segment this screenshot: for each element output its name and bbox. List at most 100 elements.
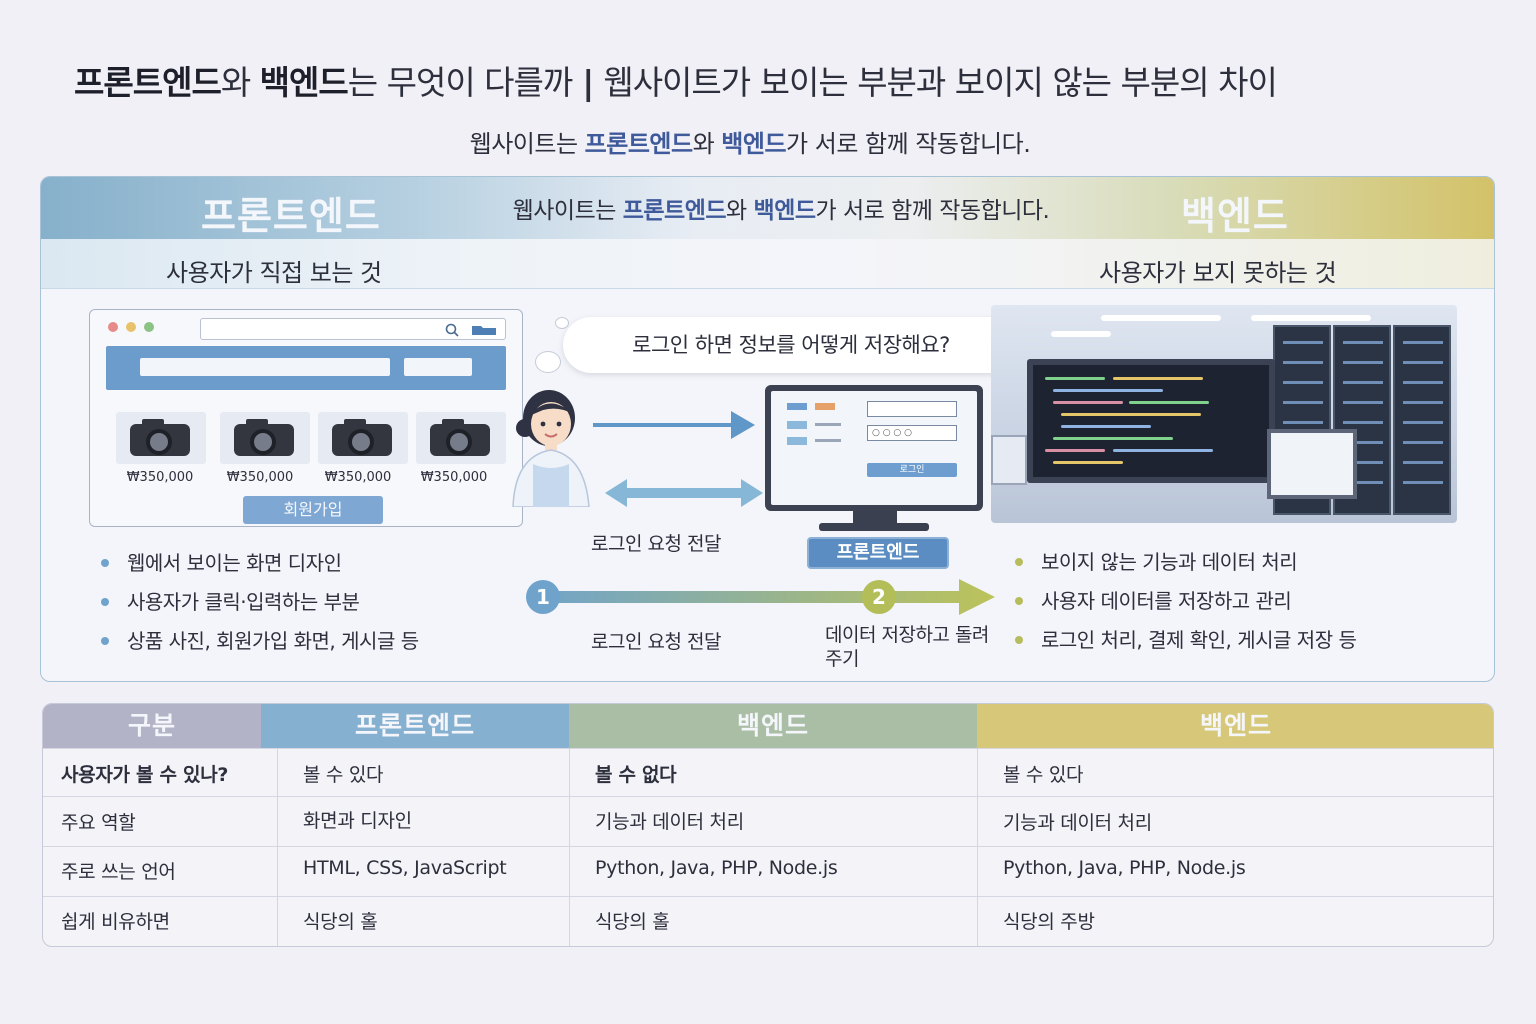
request-label-bottom: 로그인 요청 전달 (591, 631, 721, 653)
table-cell-label: 주로 쓰는 언어 (61, 861, 176, 883)
address-bar (200, 318, 506, 340)
request-label-top: 로그인 요청 전달 (591, 533, 721, 555)
ceiling-light (1051, 331, 1111, 337)
step-1-label: 1 (536, 585, 550, 609)
table-cell: HTML, CSS, JavaScript (303, 857, 507, 879)
frontend-bullet: 사용자가 클릭·입력하는 부분 (101, 586, 360, 615)
table-header-backend-2: 백엔드 (977, 704, 1493, 748)
product-camera-image (220, 412, 310, 464)
frontend-title: 프론트엔드 (201, 194, 381, 238)
screen-block (787, 421, 807, 429)
server-rack (1333, 325, 1391, 515)
table-cell: Python, Java, PHP, Node.js (595, 857, 838, 879)
table-cell: 볼 수 있다 (1003, 764, 1084, 786)
frontend-bullet: 웹에서 보이는 화면 디자인 (101, 547, 342, 576)
code-editor-monitor (1027, 359, 1275, 483)
monitor-stand (853, 511, 897, 525)
signup-button: 회원가입 (243, 496, 383, 524)
ceiling-light (1101, 315, 1221, 321)
product-price: ₩350,000 (324, 470, 392, 485)
flow-arrow (529, 579, 995, 615)
username-field (867, 401, 957, 417)
table-cell: 볼 수 있다 (303, 764, 384, 786)
thought-bubble-small (555, 317, 569, 329)
bidirectional-arrow (605, 479, 763, 507)
frontend-badge: 프론트엔드 (807, 537, 949, 569)
table-cell: 식당의 홀 (303, 911, 378, 933)
table-cell: 기능과 데이터 처리 (1003, 812, 1152, 834)
window-dot-green (144, 322, 154, 332)
screen-block (787, 437, 807, 445)
ceiling-light (1251, 315, 1371, 321)
column-divider (977, 748, 978, 946)
table-cell-label: 사용자가 볼 수 있나? (61, 764, 229, 786)
step-1-marker (526, 580, 560, 614)
secondary-monitor (1267, 429, 1357, 499)
center-caption: 웹사이트는 프론트엔드와 백엔드가 서로 함께 작동합니다. (512, 198, 1050, 224)
thought-bubble-medium (535, 351, 561, 373)
search-icon (445, 323, 459, 337)
row-divider (43, 796, 1493, 797)
panel-subheader (41, 239, 1494, 289)
table-cell: 볼 수 없다 (595, 764, 677, 786)
site-banner (106, 346, 506, 390)
speech-bubble: 로그인 하면 정보를 어떻게 저장해요? (563, 317, 1019, 373)
page-subtitle: 웹사이트는 프론트엔드와 백엔드가 서로 함께 작동합니다. (469, 130, 1031, 158)
product-camera-image (116, 412, 206, 464)
column-divider (277, 748, 278, 946)
window-dot-yellow (126, 322, 136, 332)
product-camera-image (318, 412, 408, 464)
backend-bullet: 로그인 처리, 결제 확인, 게시글 저장 등 (1015, 624, 1357, 653)
row-divider (43, 748, 1493, 749)
diagram-panel: 프론트엔드 백엔드 웹사이트는 프론트엔드와 백엔드가 서로 함께 작동합니다.… (40, 176, 1495, 682)
window-dot-red (108, 322, 118, 332)
table-header-category: 구분 (43, 704, 261, 748)
server-rack (1393, 325, 1451, 515)
store-label: 데이터 저장하고 돌려주기 (825, 624, 989, 670)
row-divider (43, 846, 1493, 847)
page-title: 프론트엔드와 백엔드는 무엇이 다를까|웹사이트가 보이는 부분과 보이지 않는… (74, 63, 1278, 102)
login-form-screen: ○ ○ ○ ○ 로그인 (771, 391, 977, 505)
row-divider (43, 896, 1493, 897)
comparison-table: 구분 프론트엔드 백엔드 백엔드 사용자가 볼 수 있나? 볼 수 있다 볼 수… (42, 703, 1494, 947)
frontend-subtitle: 사용자가 직접 보는 것 (166, 259, 382, 287)
frontend-monitor: ○ ○ ○ ○ 로그인 (765, 385, 983, 511)
product-price: ₩350,000 (420, 470, 488, 485)
backend-title: 백엔드 (1181, 194, 1289, 238)
monitor-base (819, 523, 929, 531)
password-field: ○ ○ ○ ○ (867, 425, 957, 441)
user-person-illustration (512, 390, 590, 507)
column-divider (569, 748, 570, 946)
panel-header (41, 177, 1494, 239)
product-camera-image (416, 412, 506, 464)
table-cell: 식당의 홀 (595, 911, 670, 933)
screen-block (787, 403, 807, 410)
backend-bullet: 보이지 않는 기능과 데이터 처리 (1015, 546, 1298, 575)
table-header-backend: 백엔드 (569, 704, 977, 748)
browser-mockup: ₩350,000 ₩350,000 ₩350,000 ₩350,000 회원가입 (89, 309, 523, 527)
login-button: 로그인 (867, 463, 957, 477)
table-cell: 기능과 데이터 처리 (595, 811, 744, 833)
frontend-bullet: 상품 사진, 회원가입 화면, 게시글 등 (101, 625, 419, 654)
flow-arrows: 1 2 (526, 411, 995, 615)
device-screen (991, 435, 1027, 485)
backend-bullet: 사용자 데이터를 저장하고 관리 (1015, 585, 1292, 614)
banner-button (404, 358, 472, 376)
table-cell-label: 주요 역할 (61, 812, 136, 834)
table-cell: 화면과 디자인 (303, 810, 412, 832)
product-price: ₩350,000 (126, 470, 194, 485)
step-2-label: 2 (872, 585, 886, 609)
table-cell: 식당의 주방 (1003, 911, 1095, 933)
screen-line (815, 439, 841, 442)
table-cell: Python, Java, PHP, Node.js (1003, 857, 1246, 879)
banner-input (140, 358, 390, 376)
backend-subtitle: 사용자가 보지 못하는 것 (1099, 259, 1337, 287)
product-price: ₩350,000 (226, 470, 294, 485)
table-header-frontend: 프론트엔드 (261, 704, 569, 748)
server-room-illustration (991, 305, 1457, 523)
request-arrow-right (593, 411, 755, 439)
step-2-marker (862, 580, 896, 614)
table-cell-label: 쉽게 비유하면 (61, 911, 170, 933)
folder-icon (472, 326, 496, 335)
screen-block (815, 403, 835, 410)
